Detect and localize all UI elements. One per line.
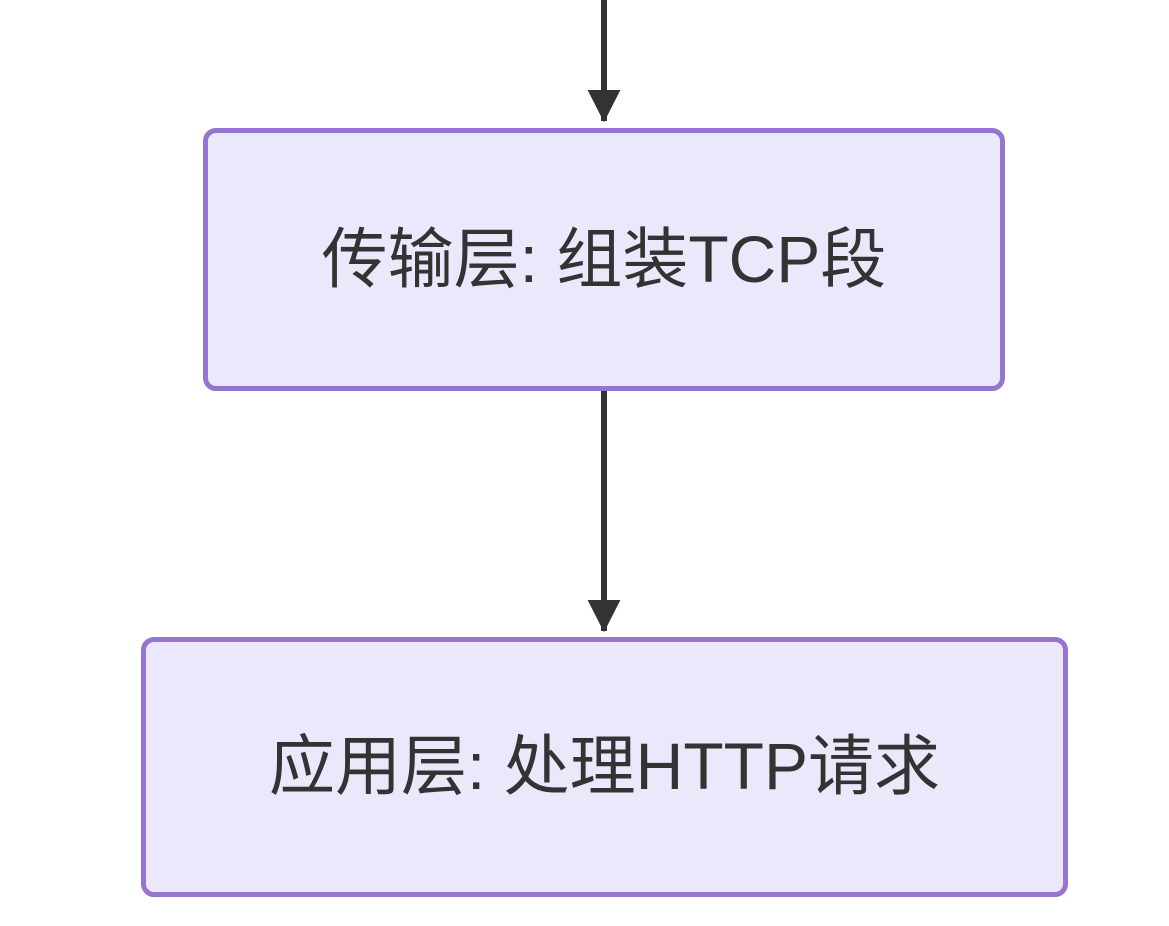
node-transport-layer[interactable]: 传输层: 组装TCP段 bbox=[203, 128, 1005, 391]
node-label: 传输层: 组装TCP段 bbox=[321, 221, 887, 296]
node-label: 应用层: 处理HTTP请求 bbox=[269, 729, 940, 804]
node-application-layer[interactable]: 应用层: 处理HTTP请求 bbox=[141, 637, 1068, 897]
